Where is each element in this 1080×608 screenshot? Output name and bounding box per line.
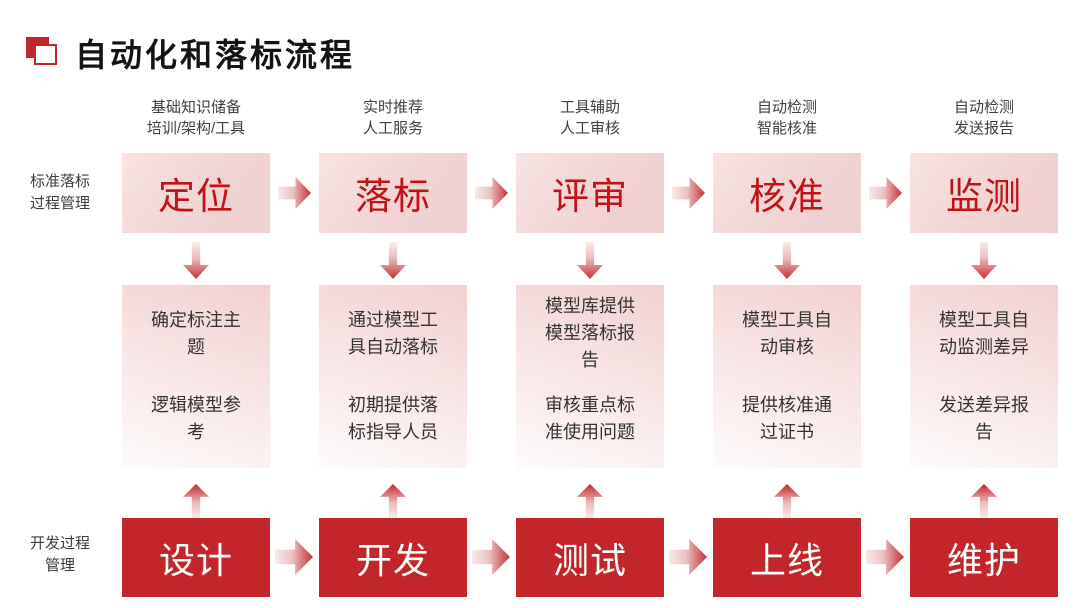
detail-slot: 初期提供落标指导人员	[319, 377, 467, 463]
down-arrow-icon	[183, 242, 209, 279]
detail-box: 模型工具自动审核 提供核准通过证书	[713, 285, 861, 468]
method-label: 工具辅助 人工审核	[559, 99, 620, 137]
method-label: 基础知识储备 培训/架构/工具	[146, 99, 246, 137]
method-label: 自动检测 智能核准	[756, 99, 817, 137]
detail-text: 审核重点标准使用问题	[545, 395, 635, 443]
dev-stage-label: 维护	[946, 539, 1021, 581]
up-arrow-icon	[577, 484, 603, 518]
detail-text: 确定标注主题	[151, 309, 241, 357]
row-label-dev-process: 开发过程 管理	[29, 535, 90, 574]
column-monitoring: 自动检测 发送报告 监测 模型工具自动监测差异 发送差异报告 维护	[910, 0, 1058, 608]
right-arrow-icon	[278, 177, 311, 209]
dev-stage-label: 开发	[355, 539, 430, 581]
page-title: 自动化和落标流程	[75, 37, 356, 73]
method-label: 实时推荐 人工服务	[362, 99, 423, 137]
detail-slot: 提供核准通过证书	[713, 377, 861, 463]
detail-text: 初期提供落标指导人员	[348, 395, 438, 443]
outline-square-icon	[34, 44, 57, 65]
detail-slot: 审核重点标准使用问题	[516, 377, 664, 463]
stage-label: 定位	[158, 176, 234, 217]
detail-slot: 模型工具自动审核	[713, 291, 861, 377]
down-arrow-icon	[774, 242, 800, 279]
detail-box: 模型库提供模型落标报告 审核重点标准使用问题	[516, 285, 664, 468]
stage-box: 评审	[516, 153, 664, 233]
up-arrow-icon	[774, 484, 800, 518]
right-arrow-icon	[869, 177, 902, 209]
right-arrow-icon	[669, 539, 707, 575]
title-bullet-icon	[26, 37, 86, 71]
dev-stage-label: 测试	[552, 539, 627, 581]
detail-text: 通过模型工具自动落标	[348, 309, 438, 357]
dev-stage-label: 上线	[749, 539, 824, 581]
stage-box: 核准	[713, 153, 861, 233]
up-arrow-icon	[380, 484, 406, 518]
right-arrow-icon	[472, 539, 510, 575]
column-review: 工具辅助 人工审核 评审 模型库提供模型落标报告 审核重点标准使用问题 测试	[516, 0, 664, 608]
detail-text: 逻辑模型参考	[151, 395, 241, 443]
detail-slot: 模型工具自动监测差异	[910, 291, 1058, 377]
detail-slot: 发送差异报告	[910, 377, 1058, 463]
column-approval: 自动检测 智能核准 核准 模型工具自动审核 提供核准通过证书 上线	[713, 0, 861, 608]
stage-box: 监测	[910, 153, 1058, 233]
detail-slot: 逻辑模型参考	[122, 377, 270, 463]
stage-box: 落标	[319, 153, 467, 233]
stage-box: 定位	[122, 153, 270, 233]
right-arrow-icon	[866, 539, 904, 575]
right-arrow-icon	[275, 539, 313, 575]
detail-box: 模型工具自动监测差异 发送差异报告	[910, 285, 1058, 468]
method-label: 自动检测 发送报告	[953, 99, 1014, 137]
right-arrow-icon	[475, 177, 508, 209]
dev-stage-box: 设计	[122, 518, 270, 597]
detail-text: 模型工具自动审核	[742, 309, 832, 357]
stage-label: 监测	[946, 176, 1022, 217]
column-landing: 实时推荐 人工服务 落标 通过模型工具自动落标 初期提供落标指导人员 开发	[319, 0, 467, 608]
up-arrow-icon	[971, 484, 997, 518]
detail-box: 确定标注主题 逻辑模型参考	[122, 285, 270, 468]
detail-text: 发送差异报告	[939, 395, 1029, 443]
detail-box: 通过模型工具自动落标 初期提供落标指导人员	[319, 285, 467, 468]
down-arrow-icon	[380, 242, 406, 279]
dev-stage-box: 开发	[319, 518, 467, 597]
up-arrow-icon	[183, 484, 209, 518]
row-label-standard-process: 标准落标 过程管理	[29, 173, 90, 212]
detail-text: 模型工具自动监测差异	[939, 309, 1029, 357]
column-positioning: 基础知识储备 培训/架构/工具 定位 确定标注主题 逻辑模型参考 设计	[122, 0, 270, 608]
stage-label: 评审	[552, 176, 628, 217]
detail-slot: 模型库提供模型落标报告	[516, 291, 664, 377]
detail-text: 提供核准通过证书	[742, 395, 832, 443]
down-arrow-icon	[577, 242, 603, 279]
detail-slot: 通过模型工具自动落标	[319, 291, 467, 377]
stage-label: 核准	[749, 176, 825, 217]
right-arrow-icon	[672, 177, 705, 209]
stage-label: 落标	[355, 176, 431, 217]
down-arrow-icon	[971, 242, 997, 279]
detail-slot: 确定标注主题	[122, 291, 270, 377]
dev-stage-box: 上线	[713, 518, 861, 597]
dev-stage-label: 设计	[158, 539, 233, 581]
dev-stage-box: 维护	[910, 518, 1058, 597]
detail-text: 模型库提供模型落标报告	[545, 296, 635, 371]
dev-stage-box: 测试	[516, 518, 664, 597]
